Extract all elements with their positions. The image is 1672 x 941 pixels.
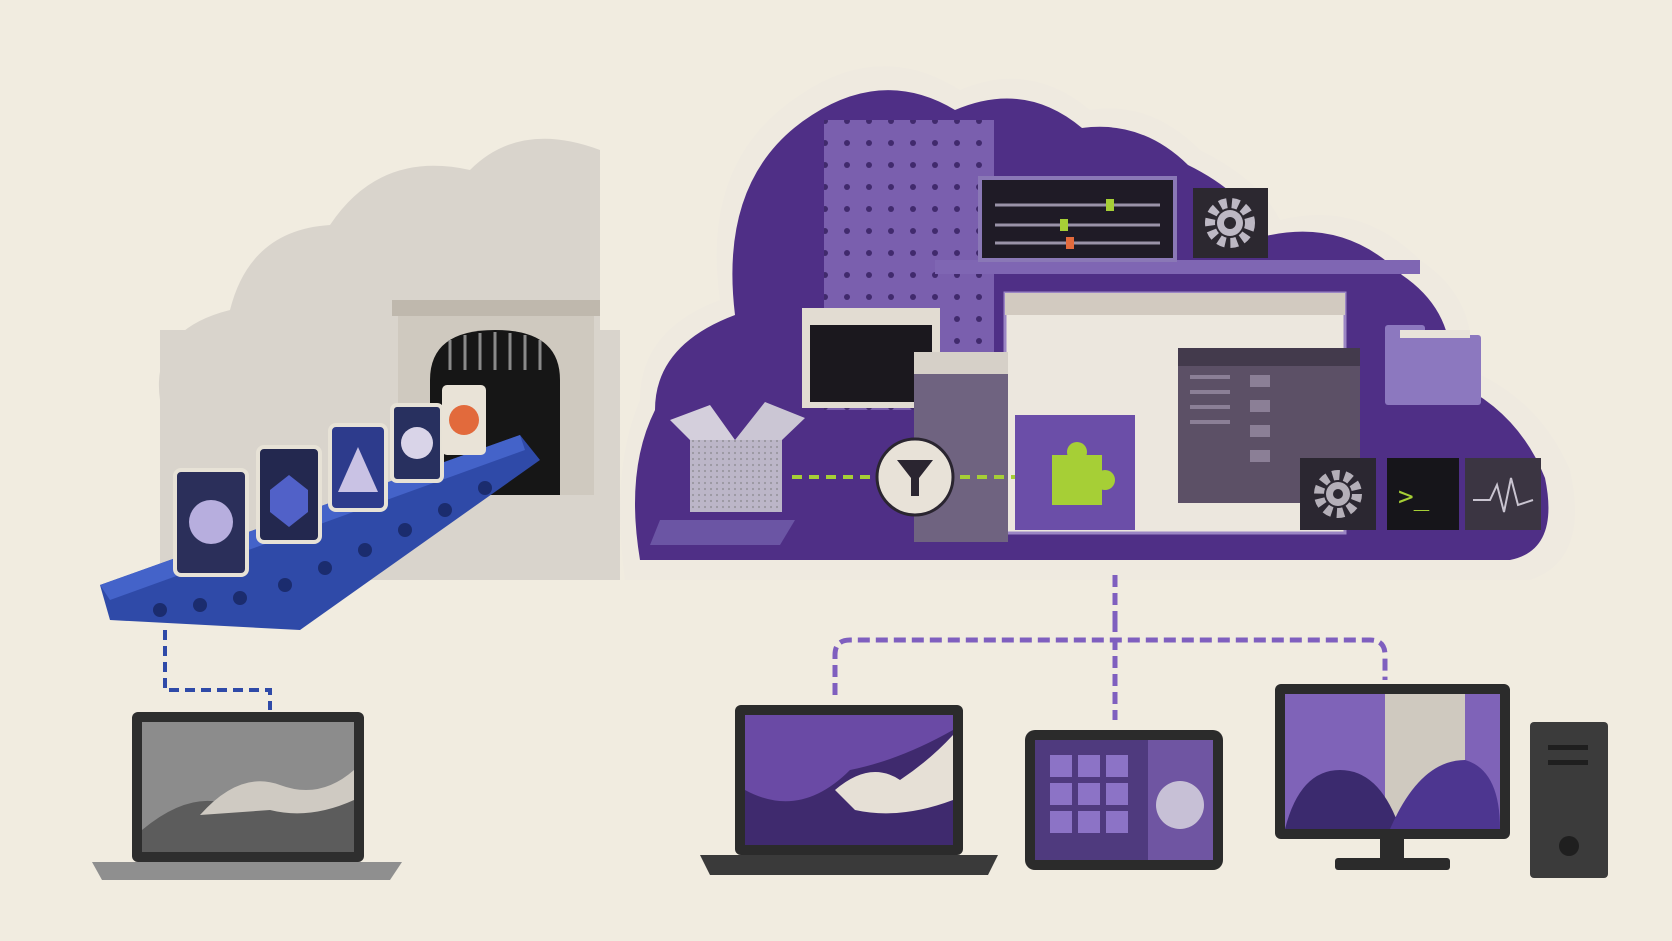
open-box-icon [650,402,805,545]
gear-icon [1193,188,1268,258]
tablet-icon [1025,730,1223,870]
filter-funnel-icon [875,437,955,517]
laptop-icon [92,712,402,880]
shelf [935,260,1420,274]
folder-icon [1385,325,1481,405]
purple-network [832,575,1388,720]
app-card-icon [390,403,444,483]
sliders-icon [978,176,1177,262]
terminal-prompt: >_ [1398,482,1430,512]
waveform-monitor-icon [1465,458,1541,530]
puzzle-tile [1015,415,1135,530]
tool-tiles: >_ [1300,458,1541,530]
app-card-icon [256,445,322,544]
app-cards [173,385,486,577]
app-card-icon [173,468,249,577]
app-card-icon [442,385,486,455]
laptop-icon [700,705,998,875]
terminal-icon: >_ [1387,458,1459,530]
blue-connection [163,630,272,710]
tower-pc-icon [1530,722,1608,878]
puzzle-piece-icon [1052,442,1115,505]
gear-icon [1300,458,1376,530]
desktop-monitor-icon [1275,684,1510,870]
file-explorer-window [1178,348,1360,503]
app-card-icon [328,423,388,512]
